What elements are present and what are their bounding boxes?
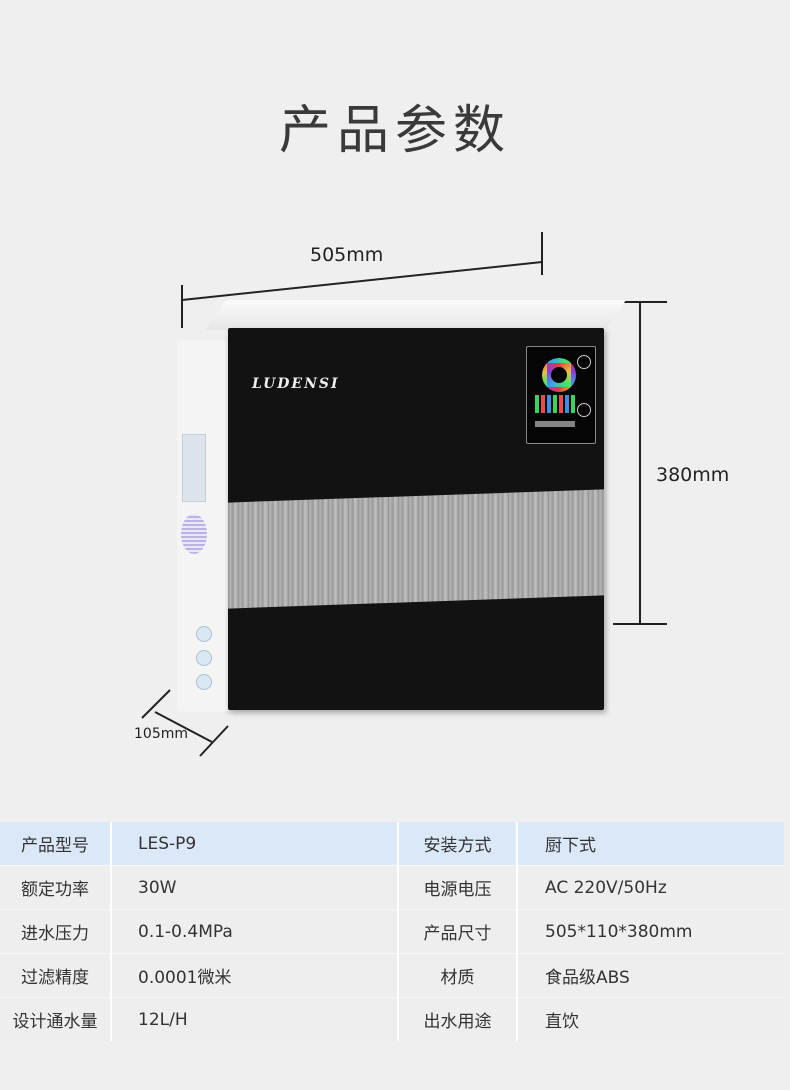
- spec-label: 产品尺寸: [398, 909, 518, 954]
- spec-label: 出水用途: [398, 997, 518, 1041]
- spec-label: 设计通水量: [0, 997, 112, 1041]
- spec-value: 0.1-0.4MPa: [111, 909, 399, 954]
- display-button: [577, 403, 591, 417]
- front-panel: LUDENSI: [228, 328, 604, 710]
- spec-value: 厨下式: [517, 822, 784, 866]
- device-top: [205, 300, 627, 330]
- spec-label: 进水压力: [0, 909, 112, 954]
- spec-value: 12L/H: [111, 997, 399, 1041]
- device-sticker: [182, 434, 206, 502]
- display-caption: [535, 421, 575, 427]
- control-display: [526, 346, 596, 444]
- width-dimension: 505mm: [310, 244, 384, 266]
- spec-value: AC 220V/50Hz: [517, 865, 784, 910]
- spec-value: 505*110*380mm: [517, 909, 784, 954]
- water-connector: [196, 650, 212, 666]
- spec-label: 材质: [398, 953, 518, 998]
- spec-value: LES-P9: [111, 822, 399, 866]
- display-button: [577, 355, 591, 369]
- water-connector: [196, 674, 212, 690]
- spec-label: 过滤精度: [0, 953, 112, 998]
- spec-value: 食品级ABS: [517, 953, 784, 998]
- water-connector: [196, 626, 212, 642]
- spec-label: 安装方式: [398, 822, 518, 866]
- status-ring-icon: [542, 358, 576, 392]
- dimension-lines: [141, 232, 667, 757]
- level-bars: [535, 395, 575, 413]
- fan-vent: [181, 514, 207, 554]
- spec-label: 电源电压: [398, 865, 518, 910]
- page-title: 产品参数: [278, 101, 511, 161]
- spec-label: 额定功率: [0, 865, 112, 910]
- spec-value: 直饮: [517, 997, 784, 1041]
- steel-band: [228, 489, 604, 609]
- spec-value: 30W: [111, 865, 399, 910]
- height-dimension: 380mm: [656, 464, 730, 486]
- spec-label: 产品型号: [0, 822, 112, 866]
- spec-value: 0.0001微米: [111, 953, 399, 998]
- brand-logo: LUDENSI: [252, 376, 340, 392]
- depth-dimension: 105mm: [134, 726, 188, 742]
